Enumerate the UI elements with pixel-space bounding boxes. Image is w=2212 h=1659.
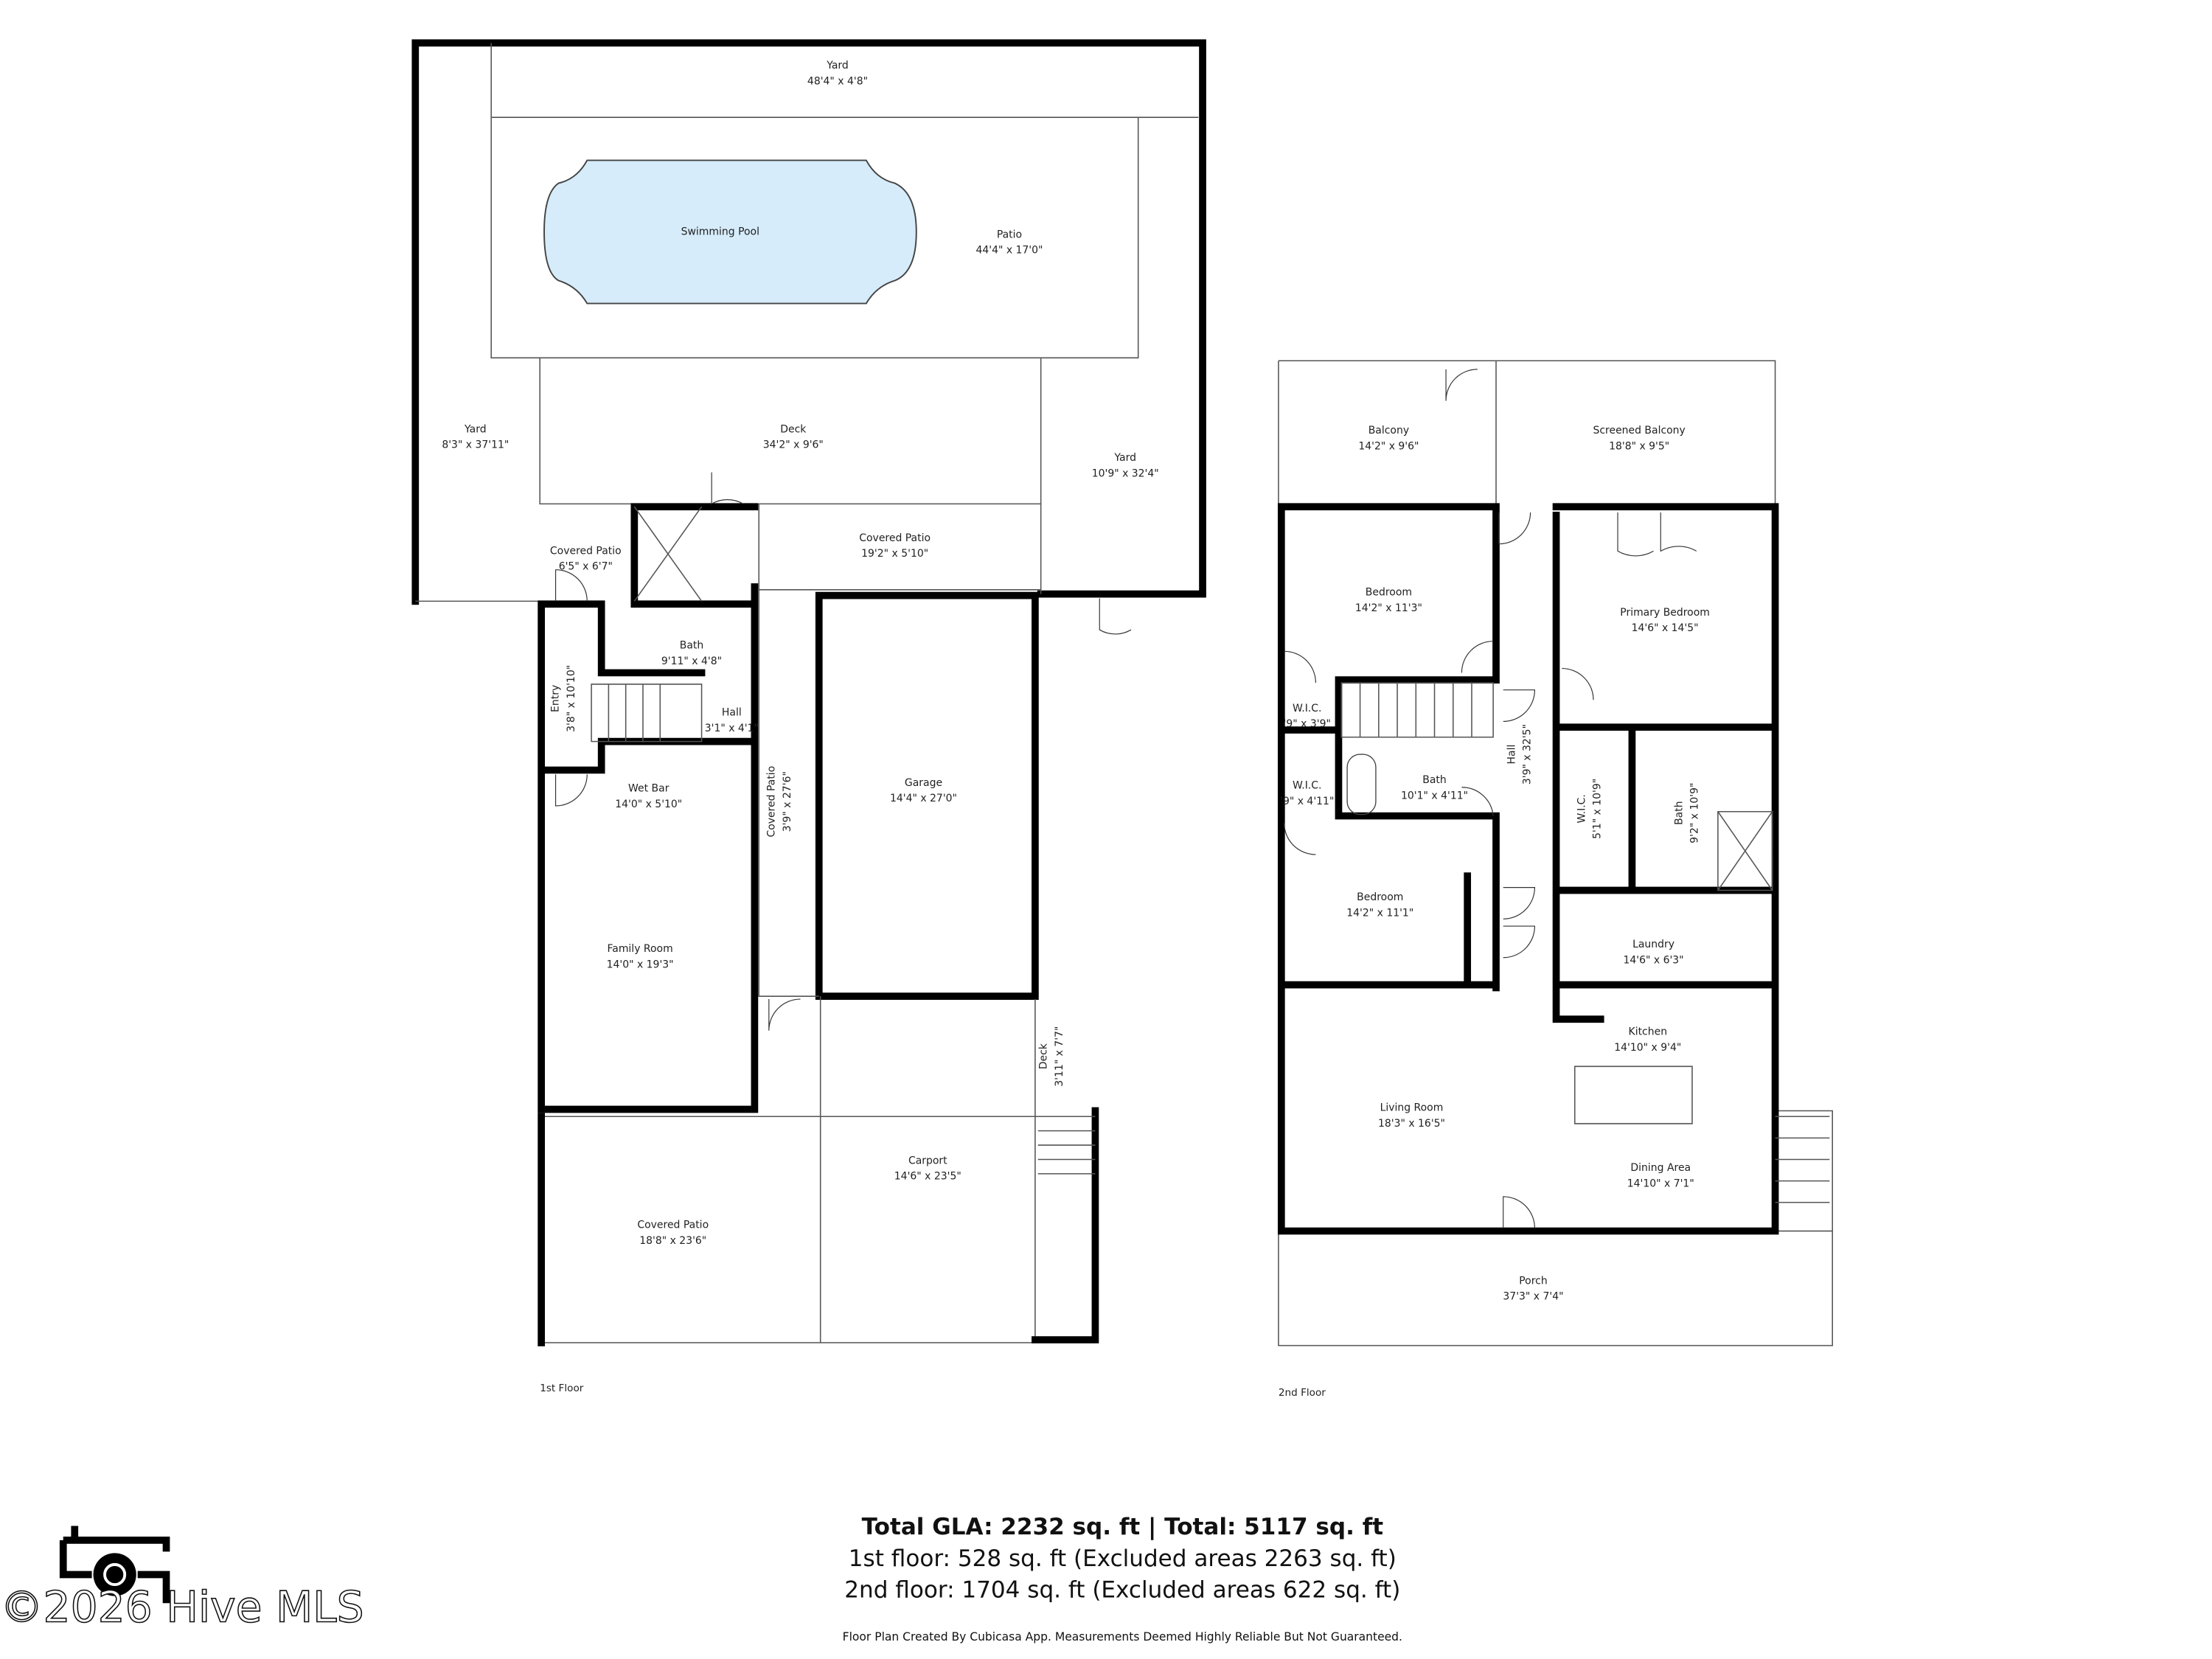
- room-dims: 14'4" x 27'0": [890, 793, 957, 804]
- room-dims: 8'3" x 37'11": [442, 439, 509, 451]
- room-name: Screened Balcony: [1593, 425, 1685, 437]
- room-dims: 10'9" x 32'4": [1092, 467, 1159, 479]
- room-name: Entry: [549, 685, 561, 712]
- room-name: Covered Patio: [859, 532, 931, 544]
- room-dims: 14'0" x 5'10": [615, 799, 682, 810]
- room-dims: 14'10" x 9'4": [1614, 1042, 1681, 1054]
- hive-mls-logo: ©2026 Hive MLS: [0, 1526, 364, 1632]
- room-dims: '9" x 4'11": [1280, 796, 1334, 807]
- room-name: Bath: [1673, 801, 1685, 824]
- room-dims: 10'1" x 4'11": [1401, 790, 1468, 801]
- disclaimer: Floor Plan Created By Cubicasa App. Meas…: [843, 1630, 1402, 1644]
- room-name: Primary Bedroom: [1620, 607, 1710, 619]
- room-dims: 14'10" x 7'1": [1627, 1178, 1694, 1189]
- second-floor-room-labels: Balcony 14'2" x 9'6" Screened Balcony 18…: [1280, 425, 1710, 1303]
- second-floor-label: 2nd Floor: [1279, 1387, 1326, 1399]
- room-name: Deck: [1037, 1043, 1049, 1069]
- room-name: Bedroom: [1366, 587, 1412, 599]
- room-dims: 14'2" x 11'1": [1346, 907, 1413, 919]
- room-dims: 3'9" x 27'6": [782, 771, 793, 832]
- room-name: Dining Area: [1630, 1162, 1691, 1174]
- room-dims: 18'3" x 16'5": [1378, 1118, 1445, 1130]
- room-name: Carport: [908, 1155, 947, 1166]
- room-name: W.I.C.: [1293, 780, 1321, 792]
- room-name: Porch: [1519, 1275, 1547, 1287]
- second-floor-area: 2nd floor: 1704 sq. ft (Excluded areas 6…: [844, 1577, 1400, 1604]
- total-gla: Total GLA: 2232 sq. ft | Total: 5117 sq.…: [862, 1514, 1384, 1541]
- room-name: Hall: [1506, 745, 1517, 765]
- room-dims: 14'0" x 19'3": [607, 959, 674, 970]
- room-dims: 6'5" x 6'7": [559, 561, 613, 573]
- watermark: ©2026 Hive MLS: [0, 1582, 364, 1632]
- room-name: Living Room: [1380, 1102, 1444, 1113]
- room-dims: 18'8" x 9'5": [1609, 441, 1669, 453]
- room-name: Deck: [780, 423, 807, 435]
- room-dims: 3'11" x 7'7": [1054, 1026, 1065, 1087]
- room-dims: 14'2" x 9'6": [1358, 441, 1419, 453]
- first-floor-plan: 1st Floor: [411, 39, 1206, 1394]
- room-name: Bath: [680, 639, 703, 651]
- room-dims: 34'2" x 9'6": [763, 439, 824, 451]
- room-name: Yard: [464, 423, 487, 435]
- room-name: Covered Patio: [637, 1220, 709, 1231]
- area-summary: Total GLA: 2232 sq. ft | Total: 5117 sq.…: [843, 1514, 1402, 1644]
- room-dims: 19'2" x 5'10": [861, 548, 928, 560]
- room-dims: 37'3" x 7'4": [1503, 1291, 1563, 1303]
- room-name: Garage: [905, 777, 942, 789]
- room-name: Balcony: [1368, 425, 1409, 437]
- room-name: Covered Patio: [550, 545, 622, 557]
- second-floor-plan: 2nd Floor: [1277, 360, 1834, 1399]
- first-floor-area: 1st floor: 528 sq. ft (Excluded areas 22…: [849, 1545, 1397, 1572]
- room-name: W.I.C.: [1293, 703, 1321, 714]
- room-dims: 9'11" x 4'8": [661, 655, 722, 667]
- room-dims: 3'9" x 32'5": [1522, 724, 1534, 785]
- room-name: Wet Bar: [628, 783, 669, 795]
- room-name: Covered Patio: [766, 766, 778, 838]
- room-name: Patio: [997, 229, 1022, 240]
- room-dims: 3'1" x 4'1": [705, 723, 759, 734]
- room-name: Laundry: [1632, 939, 1674, 950]
- room-dims: 44'4" x 17'0": [975, 245, 1043, 257]
- swimming-pool: [543, 159, 917, 305]
- room-dims: 3'8" x 10'10": [566, 665, 577, 732]
- room-dims: 48'4" x 4'8": [807, 76, 868, 88]
- first-floor-room-labels: Yard 48'4" x 4'8" Swimming Pool Patio 44…: [442, 60, 1158, 1247]
- room-name: W.I.C.: [1576, 794, 1587, 823]
- room-name: Kitchen: [1629, 1026, 1668, 1038]
- room-name: Hall: [722, 707, 742, 719]
- room-name: Swimming Pool: [681, 226, 759, 237]
- room-dims: 14'6" x 23'5": [894, 1171, 961, 1183]
- room-dims: '9" x 3'9": [1284, 718, 1331, 730]
- room-dims: 14'6" x 6'3": [1623, 955, 1683, 967]
- first-floor-label: 1st Floor: [540, 1382, 584, 1394]
- room-name: Yard: [826, 60, 849, 72]
- room-dims: 9'2" x 10'9": [1689, 783, 1701, 844]
- room-dims: 5'1" x 10'9": [1592, 779, 1604, 839]
- room-dims: 18'8" x 23'6": [639, 1235, 706, 1247]
- room-name: Bedroom: [1357, 891, 1403, 903]
- bathtub: [1346, 754, 1377, 815]
- room-dims: 14'2" x 11'3": [1355, 602, 1422, 614]
- room-dims: 14'6" x 14'5": [1632, 622, 1699, 634]
- room-name: Family Room: [608, 943, 673, 955]
- room-name: Yard: [1113, 452, 1136, 464]
- room-name: Bath: [1422, 774, 1446, 786]
